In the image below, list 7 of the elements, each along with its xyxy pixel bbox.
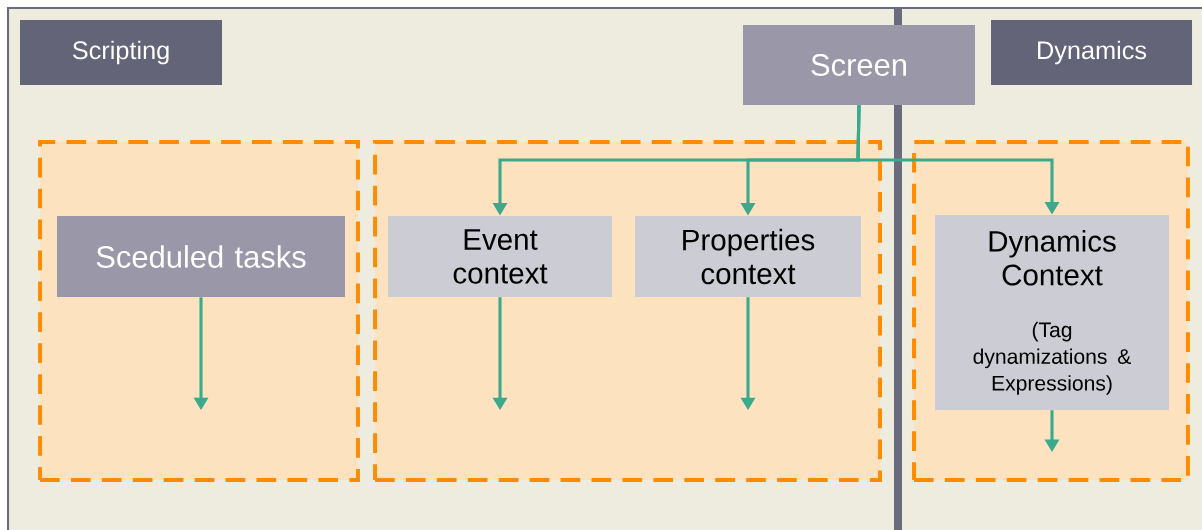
section-header: Scripting [20, 20, 222, 85]
process-box: Properties context [635, 216, 861, 297]
section-header: Dynamics [991, 20, 1192, 85]
process-box: Dynamics Context (Tag dynamizations & Expressions) [935, 215, 1169, 410]
process-box: Event context [388, 216, 612, 297]
process-box: Sceduled tasks [57, 216, 345, 297]
screen-box: Screen [743, 25, 975, 105]
